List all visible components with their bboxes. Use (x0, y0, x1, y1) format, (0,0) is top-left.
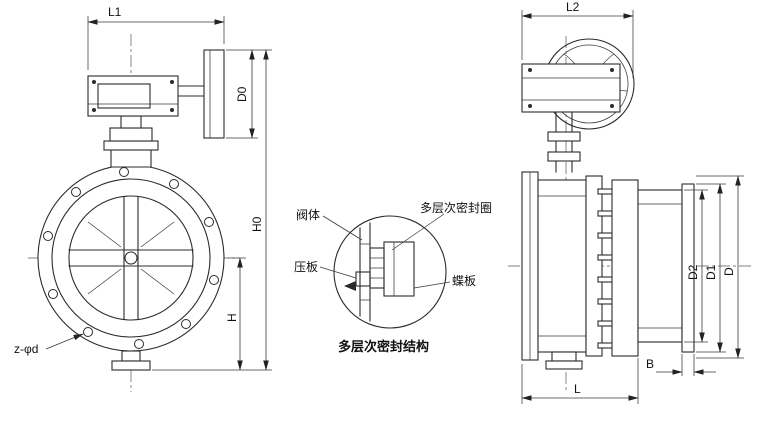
leader-seal-ring (391, 213, 445, 251)
gearbox-bolt (528, 68, 532, 72)
right-flange (585, 175, 603, 357)
label-pressure-plate: 压板 (294, 260, 318, 274)
neck (110, 149, 152, 168)
stem-flange (547, 131, 581, 142)
gearbox-side (521, 63, 621, 113)
bore-outline (68, 195, 194, 321)
gearbox-cover (97, 83, 151, 109)
neck-flange (103, 140, 159, 151)
detail-caption: 多层次密封结构 (338, 339, 429, 354)
end-cylinder (637, 189, 683, 343)
label-valve-body: 阀体 (296, 208, 320, 222)
front-view: L1 D0 H0 H z-φd (14, 5, 272, 392)
dim-d2: D2 (684, 189, 708, 343)
dim-label-d2: D2 (686, 264, 700, 280)
end-flange (681, 183, 695, 353)
gearbox-bolt (610, 104, 614, 108)
dim-label-d: D (722, 267, 736, 276)
bolt-hole (134, 339, 144, 349)
dim-d: D (696, 175, 744, 359)
body-shell (537, 179, 587, 353)
bolt-hole (119, 167, 129, 177)
bolt-hole (169, 179, 179, 189)
dim-d1: D1 (696, 183, 726, 353)
dim-label-l2: L2 (566, 0, 580, 14)
dim-h0: H0 (152, 49, 272, 371)
pressure-plate-part (355, 271, 371, 287)
bolt-hole (83, 327, 93, 337)
stem-side (547, 111, 581, 173)
dim-label-h: H (225, 313, 239, 322)
leader-pressure-plate (319, 266, 357, 279)
adapter-ring (611, 179, 639, 357)
label-seal-ring: 多层次密封圈 (420, 200, 492, 215)
stem-center (124, 251, 138, 265)
foot-stem (551, 351, 577, 362)
handwheel-edge (203, 49, 225, 139)
gearbox-bolt (170, 108, 174, 112)
dim-d0: D0 (226, 49, 272, 139)
flange-raised-face (51, 178, 211, 338)
gearbox-bolt (610, 68, 614, 72)
dim-l1: L1 (87, 5, 225, 70)
bolt-hole (71, 187, 81, 197)
leader-valve-body (322, 215, 363, 241)
gearbox-bolt (92, 108, 96, 112)
dim-label-d1: D1 (704, 264, 718, 280)
bolt-hole (181, 319, 191, 329)
dim-l2: L2 (521, 0, 634, 78)
neck-flange-upper (109, 127, 153, 142)
dim-label-d0: D0 (235, 86, 249, 102)
gearbox-bolt (170, 80, 174, 84)
bolt-hole (204, 217, 214, 227)
flow-arrow-icon (344, 281, 356, 291)
bolt-hole (209, 275, 219, 285)
gearbox-assembly (87, 49, 225, 168)
bottom-flange (111, 350, 151, 371)
stem-flange (547, 151, 581, 162)
foot-base (545, 360, 583, 370)
bolt-note-label: z-φd (14, 342, 38, 356)
stem-housing (120, 115, 142, 129)
detail-view: 阀体 多层次密封圈 压板 蝶板 多层次密封结构 (294, 200, 492, 354)
seal-structure (344, 222, 415, 322)
dim-label-h0: H0 (250, 216, 264, 232)
bolt-callout: z-φd (14, 333, 84, 356)
dim-b: B (646, 354, 716, 376)
dim-label-l1: L1 (108, 5, 122, 19)
gearbox-body (87, 75, 179, 117)
side-view: L2 D2 D1 D B (508, 0, 752, 404)
label-disc: 蝶板 (452, 273, 476, 288)
bolt-hole (48, 289, 58, 299)
body-side (521, 171, 695, 370)
leader-disc (413, 281, 451, 289)
disc-structure (68, 196, 194, 320)
disc-edge (383, 241, 415, 297)
gearbox-bolt (528, 104, 532, 108)
dim-label-l: L (574, 382, 581, 396)
dim-l: L (521, 358, 639, 404)
dim-label-b: B (646, 357, 654, 371)
bolt-hole (43, 231, 53, 241)
leader-line (45, 333, 84, 350)
gearbox-bolt (92, 80, 96, 84)
dim-h: H (225, 257, 246, 371)
